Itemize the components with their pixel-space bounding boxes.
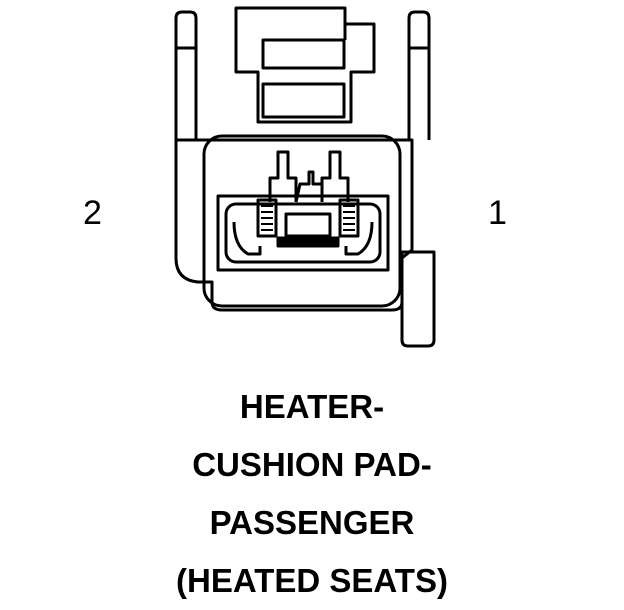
connector-caption: HEATER- CUSHION PAD- PASSENGER (HEATED S… [0, 378, 624, 610]
caption-line-1: HEATER- [239, 388, 385, 425]
connector-drawing [174, 6, 436, 348]
terminal-contact-ribs [261, 205, 355, 231]
terminal-latch-pin-2 [268, 150, 298, 202]
terminal-center-block [284, 212, 332, 238]
connector-inner-shell [202, 134, 402, 308]
pin-label-1: 1 [488, 194, 507, 232]
connector-outer-body [174, 138, 414, 312]
terminal-contact-pin-2 [256, 198, 278, 238]
terminal-tine-right [344, 221, 374, 256]
caption-line-2: CUSHION PAD- [192, 446, 432, 483]
pin-label-2: 2 [83, 194, 102, 232]
terminal-center-bar [276, 236, 340, 248]
top-latch-housing [234, 6, 376, 124]
terminal-tine-left [232, 221, 262, 256]
top-latch-window [261, 82, 346, 119]
caption-line-4: (HEATED SEATS) [176, 562, 448, 599]
terminal-latch-pin-1 [320, 150, 350, 202]
right-latch-rail [407, 10, 431, 140]
left-latch-rail [174, 10, 198, 140]
caption-line-3: PASSENGER [209, 504, 415, 541]
terminal-cavity-outer [216, 194, 390, 272]
terminal-latch-bridge [294, 170, 322, 203]
top-latch-tab [261, 38, 346, 70]
right-mounting-tab [400, 250, 436, 348]
terminal-cavity-inner [224, 202, 382, 264]
terminal-contact-pin-1 [338, 198, 360, 238]
